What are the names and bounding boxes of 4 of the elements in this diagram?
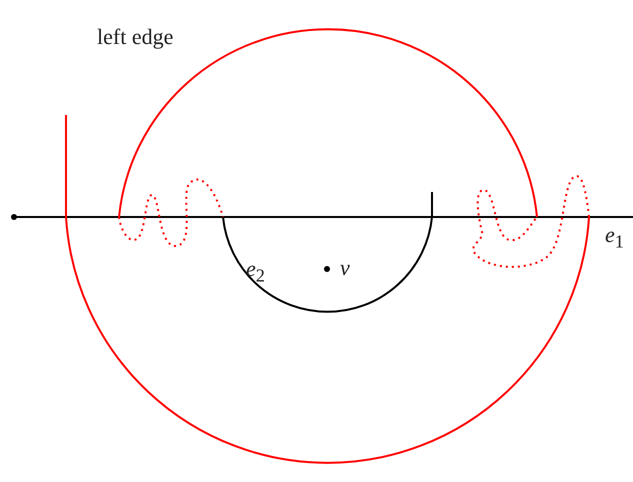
math-label: v bbox=[340, 257, 350, 279]
math-label: e$_{2}$ bbox=[246, 258, 265, 285]
text-label: left edge bbox=[97, 26, 174, 48]
math-label: e$_{1}$ bbox=[605, 224, 624, 251]
